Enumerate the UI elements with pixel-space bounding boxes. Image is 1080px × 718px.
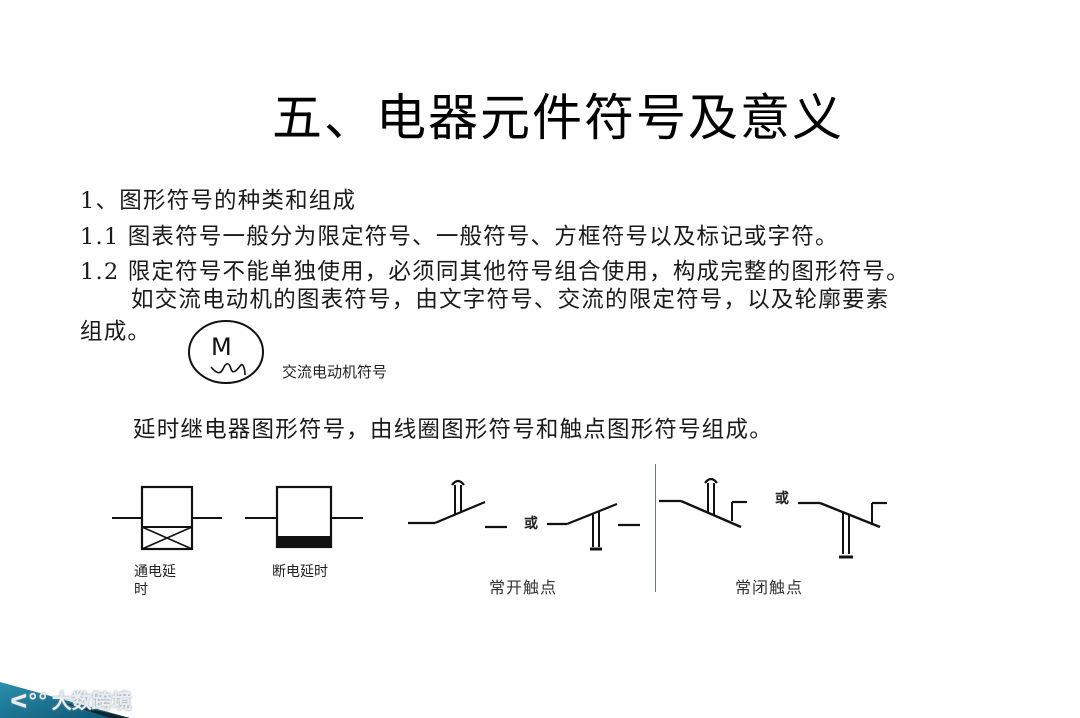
normally-closed-contact-1-icon (659, 477, 747, 529)
normally-open-caption: 常开触点 (489, 578, 558, 597)
normally-closed-contact-2-icon (798, 501, 887, 559)
normally-open-contact-2-icon (547, 502, 640, 551)
on-delay-coil-icon (112, 485, 222, 551)
divider-line (655, 464, 656, 592)
motor-caption: 交流电动机符号 (282, 363, 388, 381)
or-label-closed: 或 (775, 491, 790, 507)
watermark-logo-icon: ᐸ°° (10, 689, 48, 713)
off-delay-caption: 断电延时 (272, 564, 328, 580)
paragraph-motor-example-cont: 组成。 (80, 319, 152, 345)
watermark-logo: ᐸ°°大数跨境 (10, 685, 132, 714)
normally-open-contact-1-icon (408, 479, 507, 529)
normally-closed-caption: 常闭触点 (735, 578, 804, 597)
on-delay-caption-line1: 通电延 (134, 564, 176, 580)
or-label-open: 或 (524, 516, 539, 532)
off-delay-coil-icon (245, 485, 363, 549)
section-heading: 1、图形符号的种类和组成 (80, 188, 357, 214)
corner-decoration (0, 682, 130, 718)
on-delay-caption-line2: 时 (134, 582, 148, 598)
paragraph-motor-example: 如交流电动机的图表符号，由文字符号、交流的限定符号，以及轮廓要素 (131, 287, 890, 313)
motor-letter: M (211, 333, 232, 361)
paragraph-1-2: 1.2 限定符号不能单独使用，必须同其他符号组合使用，构成完整的图形符号。 (80, 259, 910, 285)
watermark-logo-text: 大数跨境 (51, 689, 132, 713)
paragraph-1-1: 1.1 图表符号一般分为限定符号、一般符号、方框符号以及标记或字符。 (80, 224, 839, 250)
ac-motor-symbol-icon (188, 320, 264, 384)
relay-intro: 延时继电器图形符号，由线圈图形符号和触点图形符号组成。 (133, 417, 773, 443)
slide-title: 五、电器元件符号及意义 (272, 89, 844, 147)
